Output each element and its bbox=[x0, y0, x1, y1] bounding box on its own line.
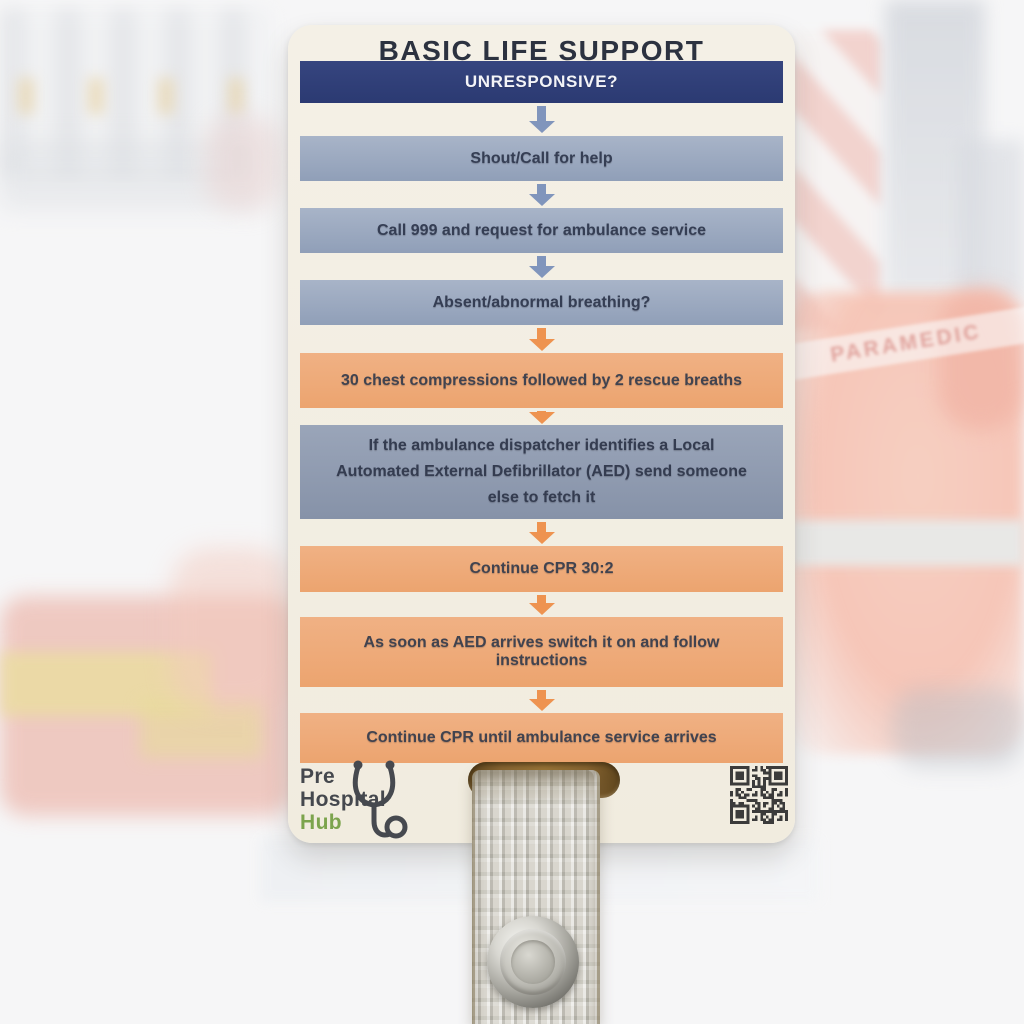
background-boot bbox=[892, 688, 1024, 768]
card-title: BASIC LIFE SUPPORT bbox=[378, 35, 705, 66]
flow-step-chest-compressions: 30 chest compressions followed by 2 resc… bbox=[300, 353, 783, 408]
flow-step-call-999: Call 999 and request for ambulance servi… bbox=[300, 208, 783, 253]
flow-step-continue-cpr-30-2: Continue CPR 30:2 bbox=[300, 546, 783, 592]
background-reflective-band bbox=[788, 520, 1024, 566]
background-ambulance-chevron bbox=[793, 30, 881, 330]
background-shelf-items bbox=[18, 78, 258, 114]
logo-line-hub: Hub bbox=[300, 811, 343, 834]
arrow-down-icon bbox=[528, 184, 555, 206]
qr-code bbox=[730, 766, 788, 824]
flow-step-abnormal-breathing: Absent/abnormal breathing? bbox=[300, 280, 783, 325]
arrow-down-icon bbox=[528, 522, 555, 544]
arrow-down-icon bbox=[528, 595, 555, 615]
logo-line-pre: Pre bbox=[300, 765, 336, 788]
arrow-down-icon bbox=[528, 690, 555, 711]
arrow-down-icon bbox=[528, 106, 555, 133]
arrow-down-icon bbox=[528, 328, 555, 351]
flow-step-continue-until-arrival: Continue CPR until ambulance service arr… bbox=[300, 713, 783, 763]
flow-step-aed-switch-on: As soon as AED arrives switch it on and … bbox=[300, 617, 783, 687]
flow-step-fetch-aed: If the ambulance dispatcher identifies a… bbox=[300, 425, 783, 519]
background-door-panel bbox=[958, 140, 1024, 300]
background-red-item bbox=[205, 115, 280, 210]
arrow-down-icon bbox=[528, 256, 555, 278]
pre-hospital-hub-logo: Pre Hospital Hub bbox=[300, 760, 440, 839]
arrow-down-icon bbox=[528, 411, 555, 424]
bls-flowchart-card: BASIC LIFE SUPPORT UNRESPONSIVE? Shout/C… bbox=[288, 25, 795, 843]
flow-step-unresponsive: UNRESPONSIVE? bbox=[300, 61, 783, 103]
flow-step-shout-for-help: Shout/Call for help bbox=[300, 136, 783, 181]
badge-strap-slot bbox=[468, 762, 620, 798]
stethoscope-icon bbox=[352, 760, 408, 839]
background-kneeling-figure bbox=[170, 548, 292, 710]
logo-line-hospital: Hospital bbox=[300, 788, 387, 811]
